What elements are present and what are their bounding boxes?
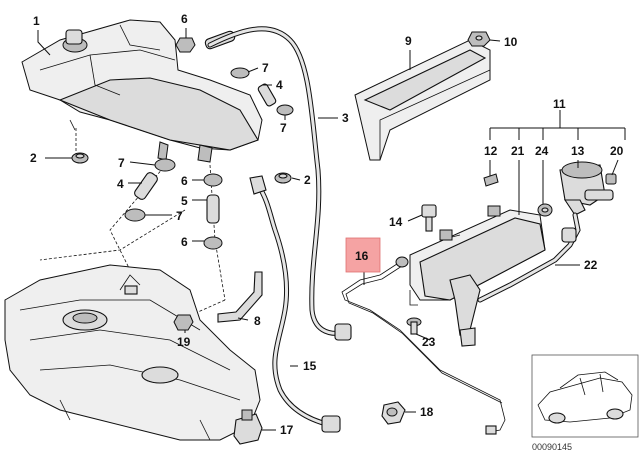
callout-11: 11 xyxy=(553,97,566,111)
leader-7c xyxy=(129,161,156,166)
callout-16: 16 xyxy=(355,249,369,263)
valve-13 xyxy=(559,161,614,216)
fitting-24 xyxy=(537,203,553,217)
callout-5: 5 xyxy=(181,194,188,208)
nut-6-top xyxy=(175,37,196,53)
hose-3 xyxy=(207,26,352,341)
callout-6-top: 6 xyxy=(181,12,188,26)
callout-2-left: 2 xyxy=(30,151,37,165)
callout-8: 8 xyxy=(254,314,261,328)
callout-10: 10 xyxy=(504,35,518,49)
leader-8 xyxy=(237,317,249,321)
bolt-14 xyxy=(421,204,437,232)
leader-23 xyxy=(415,333,431,341)
leader-2b xyxy=(291,177,301,181)
fuel-tank xyxy=(4,264,261,441)
washer-2-left xyxy=(71,152,89,164)
washer-2-right xyxy=(274,172,292,184)
highlight-box-16 xyxy=(345,237,381,273)
callout-19: 19 xyxy=(177,335,191,349)
callout-15: 15 xyxy=(303,359,317,373)
callout-24: 24 xyxy=(535,144,549,158)
callout-4-mid: 4 xyxy=(117,177,124,191)
leader-20 xyxy=(611,159,619,176)
callout-4-top: 4 xyxy=(276,78,283,92)
callout-7-low: 7 xyxy=(176,209,183,223)
leader-7a xyxy=(247,67,259,73)
leader-14 xyxy=(407,214,423,222)
callout-6-low: 6 xyxy=(181,235,188,249)
callout-13: 13 xyxy=(571,144,585,158)
callout-7-mid: 7 xyxy=(118,156,125,170)
car-thumbnail-inset xyxy=(531,354,639,438)
clip-17 xyxy=(233,409,263,445)
callout-23: 23 xyxy=(422,335,436,349)
callout-12: 12 xyxy=(484,144,498,158)
nut-10 xyxy=(467,31,491,47)
callout-7-top: 7 xyxy=(262,61,269,75)
expansion-tank xyxy=(21,19,263,163)
screw-23 xyxy=(406,317,422,335)
callout-7-right: 7 xyxy=(280,121,287,135)
callout-18: 18 xyxy=(420,405,434,419)
callout-17: 17 xyxy=(280,423,294,437)
callout-3: 3 xyxy=(342,111,349,125)
carbon-canister xyxy=(409,205,546,347)
callout-20: 20 xyxy=(610,144,624,158)
callout-2-right: 2 xyxy=(304,173,311,187)
callout-22: 22 xyxy=(584,258,598,272)
hose-15 xyxy=(249,175,341,433)
callout-1: 1 xyxy=(33,14,40,28)
callout-6-mid: 6 xyxy=(181,174,188,188)
reference-code: 00090145 xyxy=(532,442,572,452)
callout-9: 9 xyxy=(405,34,412,48)
callout-14: 14 xyxy=(389,215,403,229)
leader-10 xyxy=(489,39,501,42)
line-16 xyxy=(341,256,506,435)
cover-9 xyxy=(354,39,491,161)
clip-18 xyxy=(381,401,406,425)
clip-12 xyxy=(483,173,499,187)
leader-1 xyxy=(37,30,51,56)
screw-20 xyxy=(605,173,617,185)
callout-21: 21 xyxy=(511,144,525,158)
hose-22 xyxy=(477,212,581,303)
